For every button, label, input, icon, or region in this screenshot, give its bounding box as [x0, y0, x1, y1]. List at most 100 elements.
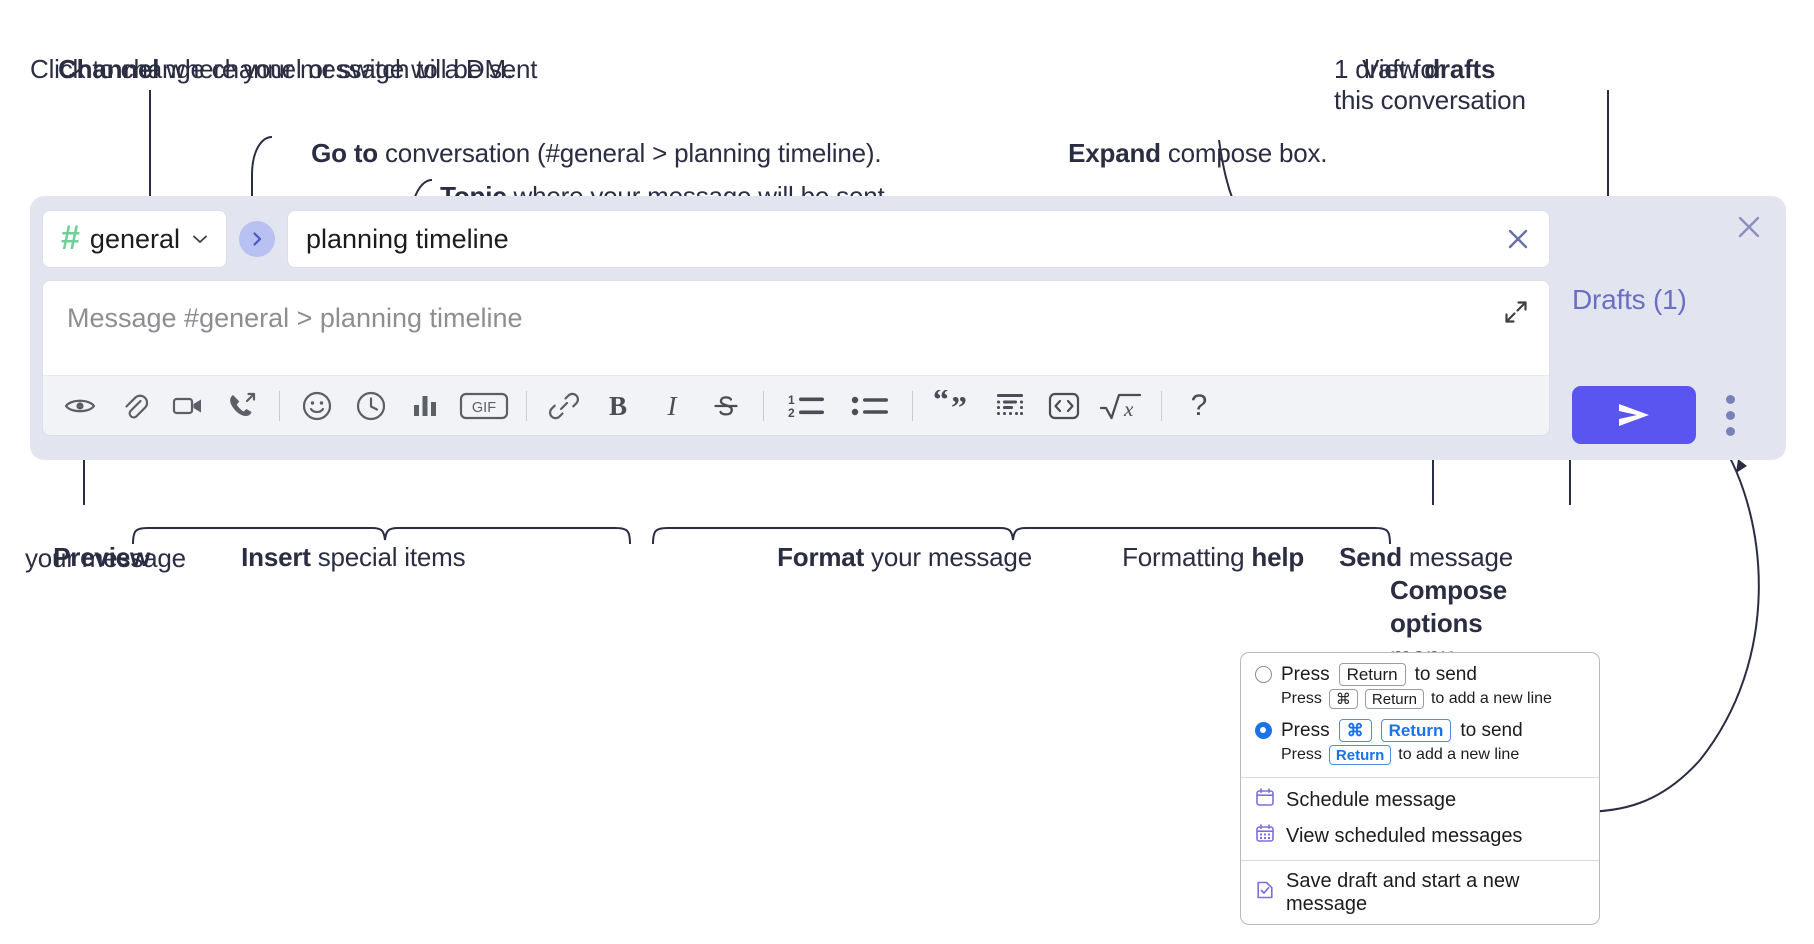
calendar-schedule-icon	[1255, 787, 1275, 813]
code-block-icon[interactable]	[987, 384, 1033, 428]
menu-option-1-sub-tail: to add a new line	[1430, 690, 1552, 707]
menu-item-label: Schedule message	[1286, 788, 1457, 811]
help-icon[interactable]: ?	[1190, 388, 1208, 422]
annotation-channel-sub: Click to change channel or switch to a D…	[30, 54, 513, 84]
key-command-2: ⌘	[1338, 719, 1372, 742]
channel-name-label: general	[89, 223, 180, 254]
key-return-3: Return	[1380, 719, 1452, 742]
annotation-expand-rest: compose box.	[1160, 137, 1328, 168]
separator-1	[279, 390, 280, 421]
annotation-expand-bold: Expand	[1068, 137, 1161, 168]
key-command-1: ⌘	[1328, 689, 1358, 709]
clock-icon[interactable]	[348, 384, 394, 428]
channel-selector[interactable]: # general	[42, 210, 227, 268]
compose-options-button[interactable]	[1714, 388, 1746, 442]
save-draft-icon	[1255, 880, 1275, 906]
separator-2	[526, 390, 527, 421]
annotation-preview: Preview	[25, 510, 150, 605]
compose-widget: # general planning timeline	[30, 196, 1786, 460]
svg-text:I: I	[667, 391, 679, 421]
link-icon[interactable]	[541, 384, 587, 428]
send-button[interactable]	[1572, 386, 1696, 444]
compose-header-row: # general planning timeline	[42, 208, 1550, 270]
menu-item-label: Save draft and start a new message	[1286, 870, 1520, 915]
radio-return-to-send[interactable]	[1255, 666, 1272, 683]
svg-text:“: “	[933, 390, 949, 417]
close-icon[interactable]	[1501, 222, 1535, 256]
annotation-format-bold: Format	[777, 541, 865, 572]
goto-conversation-button[interactable]	[239, 221, 275, 257]
preview-icon[interactable]	[57, 384, 103, 428]
key-return-2: Return	[1364, 689, 1424, 709]
menu-option-1-tail: to send	[1414, 663, 1477, 685]
message-input-area[interactable]: Message #general > planning timeline	[42, 280, 1550, 436]
annotation-goto: Go to conversation (#general > planning …	[283, 106, 881, 201]
annotation-drafts-bold: drafts	[1424, 53, 1496, 84]
drafts-link[interactable]: Drafts (1)	[1572, 284, 1687, 315]
chevron-right-icon	[253, 232, 262, 246]
formatting-toolbar: GIF B	[43, 375, 1549, 435]
blockquote-icon[interactable]: “ ”	[927, 384, 979, 428]
separator-3	[763, 390, 764, 421]
chevron-down-icon	[190, 229, 210, 249]
send-icon	[1619, 404, 1649, 426]
annotation-send-bold: Send	[1339, 541, 1402, 572]
message-placeholder: Message #general > planning timeline	[67, 303, 523, 333]
ordered-list-icon[interactable]: 1 2	[778, 384, 834, 428]
kebab-dot-2	[1725, 410, 1735, 420]
bulleted-list-icon[interactable]	[842, 384, 898, 428]
italic-icon[interactable]: I	[649, 384, 695, 428]
menu-divider-1	[1241, 777, 1599, 778]
annotation-channel-bold: Channel	[58, 53, 160, 84]
annotation-insert-rest: special items	[310, 541, 466, 572]
expand-icon[interactable]	[1499, 295, 1533, 329]
separator-4	[912, 390, 913, 421]
kebab-dot-3	[1725, 426, 1735, 436]
compose-main-column: # general planning timeline	[42, 208, 1550, 448]
annotation-channel-rest: where your message will be sent	[159, 53, 538, 84]
annotation-insert: Insert special items	[213, 510, 466, 605]
audio-call-icon[interactable]	[219, 384, 265, 428]
menu-option-1-hint: Press ⌘ Return to add a new line	[1241, 688, 1599, 715]
poll-icon[interactable]	[402, 384, 448, 428]
menu-option-2-tail: to send	[1460, 719, 1523, 741]
compose-options-menu: Press Return to send Press ⌘ Return to a…	[1240, 652, 1600, 925]
attachment-icon[interactable]	[111, 384, 157, 428]
bold-icon[interactable]: B	[595, 384, 641, 428]
menu-divider-2	[1241, 860, 1599, 861]
svg-text:1: 1	[788, 393, 795, 407]
annotation-preview-rest: your message	[25, 543, 186, 573]
close-icon[interactable]	[1732, 210, 1766, 244]
annotation-compose-options-1: Compose	[1390, 575, 1508, 605]
annotation-help-rest: Formatting	[1122, 541, 1252, 572]
emoji-icon[interactable]	[294, 384, 340, 428]
key-return-1: Return	[1338, 663, 1406, 686]
svg-text:B: B	[609, 391, 627, 421]
menu-item-view-scheduled-messages[interactable]: View scheduled messages	[1241, 818, 1599, 854]
strikethrough-icon[interactable]	[703, 384, 749, 428]
svg-text:x: x	[1123, 397, 1134, 421]
annotation-drafts: View drafts	[1334, 22, 1495, 117]
menu-option-cmd-return-to-send[interactable]: Press ⌘ Return to send	[1241, 715, 1599, 744]
topic-input[interactable]: planning timeline	[306, 223, 509, 254]
radio-cmd-return-to-send[interactable]	[1255, 722, 1272, 739]
annotation-goto-rest: conversation (#general > planning timeli…	[377, 137, 882, 168]
compose-right-column: Drafts (1)	[1562, 196, 1786, 460]
annotation-channel: Channel where your message will be sent	[30, 22, 537, 117]
svg-text:2: 2	[788, 406, 795, 420]
gif-icon[interactable]: GIF	[456, 384, 512, 428]
annotation-preview-bold: Preview	[53, 541, 150, 572]
menu-option-2-press: Press	[1281, 719, 1330, 741]
math-icon[interactable]: x	[1095, 384, 1147, 428]
menu-item-label: View scheduled messages	[1286, 824, 1523, 847]
menu-option-return-to-send[interactable]: Press Return to send	[1241, 659, 1599, 688]
code-icon[interactable]	[1041, 384, 1087, 428]
video-icon[interactable]	[165, 384, 211, 428]
annotation-send-rest: message	[1401, 541, 1513, 572]
menu-item-save-draft[interactable]: Save draft and start a new message	[1241, 865, 1599, 924]
menu-item-schedule-message[interactable]: Schedule message	[1241, 782, 1599, 818]
hash-icon: #	[61, 219, 80, 257]
svg-text:GIF: GIF	[472, 400, 496, 416]
topic-input-wrapper[interactable]: planning timeline	[287, 210, 1550, 268]
menu-option-1-sub-press: Press	[1281, 690, 1322, 707]
